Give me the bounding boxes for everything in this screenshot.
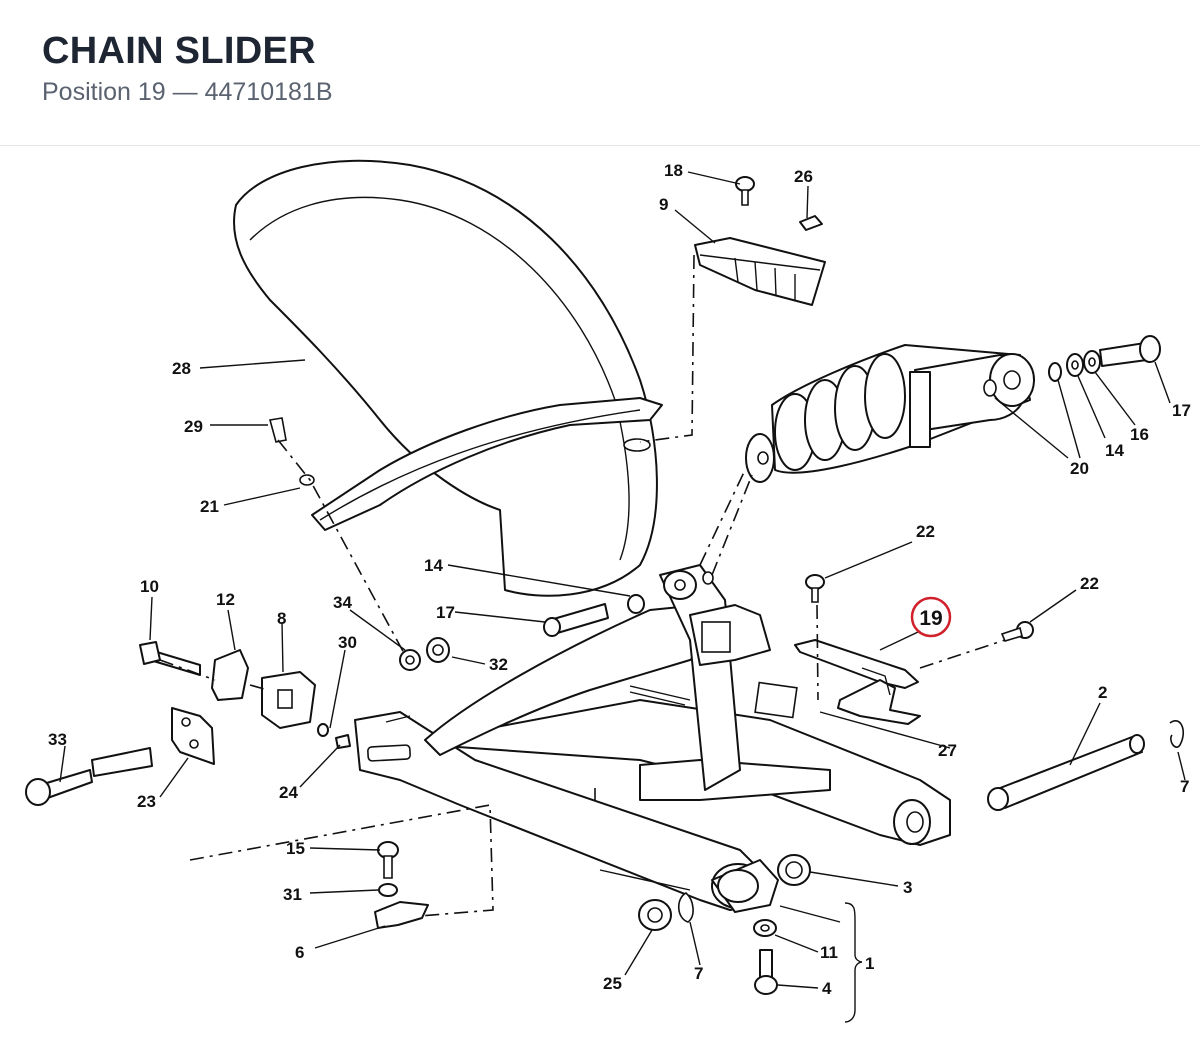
callout-7-bottom: 7 [694, 964, 703, 983]
callout-29: 29 [184, 417, 203, 436]
callout-7-right: 7 [1180, 777, 1189, 796]
callout-30: 30 [338, 633, 357, 652]
small-bolts [735, 176, 1034, 642]
callout-21: 21 [200, 497, 219, 516]
callout-17-mid: 17 [436, 603, 455, 622]
callout-27: 27 [938, 741, 957, 760]
pivot-hardware [638, 854, 811, 995]
callout-14-top: 14 [1105, 441, 1124, 460]
callout-16: 16 [1130, 425, 1149, 444]
shock-absorber-part [745, 344, 1035, 483]
callout-12: 12 [216, 590, 235, 609]
highlight-label: 19 [919, 607, 942, 630]
page-header: CHAIN SLIDER Position 19 — 44710181B [0, 0, 1200, 145]
callout-17-top: 17 [1172, 401, 1191, 420]
callout-31: 31 [283, 885, 302, 904]
callout-6: 6 [295, 943, 304, 962]
callout-3: 3 [903, 878, 912, 897]
assembly-lines [159, 254, 1006, 917]
leader-lines [59, 171, 1186, 1023]
exploded-parts-diagram: 18 26 9 28 29 21 17 16 14 20 22 22 14 17… [25, 159, 1191, 1023]
rear-fender-part [233, 159, 663, 597]
callout-10: 10 [140, 577, 159, 596]
header-divider [0, 145, 1200, 146]
callout-33: 33 [48, 730, 67, 749]
callout-14-mid: 14 [424, 556, 443, 575]
callout-32: 32 [489, 655, 508, 674]
callout-11: 11 [820, 943, 838, 962]
callout-34: 34 [333, 593, 352, 612]
swingarm-part [354, 564, 951, 913]
chain-guard-part [694, 237, 826, 306]
callout-15: 15 [286, 839, 305, 858]
callout-18: 18 [664, 161, 683, 180]
callout-25: 25 [603, 974, 622, 993]
highlight-circle [910, 596, 952, 638]
highlighted-position-marker: 19 [910, 596, 952, 638]
callout-22-right: 22 [1080, 574, 1099, 593]
callout-1: 1 [865, 954, 874, 973]
callout-22-left: 22 [916, 522, 935, 541]
callout-20: 20 [1070, 459, 1089, 478]
clamp-parts [374, 841, 429, 929]
fender-hardware [268, 417, 645, 671]
axle-part [677, 720, 1185, 923]
callout-24: 24 [279, 783, 298, 802]
callout-4: 4 [822, 979, 832, 998]
callout-23: 23 [137, 792, 156, 811]
chain-slider-part [754, 639, 921, 725]
callout-26: 26 [794, 167, 813, 186]
callout-8: 8 [277, 609, 286, 628]
callout-2: 2 [1098, 683, 1107, 702]
page-title: CHAIN SLIDER [42, 30, 316, 72]
chain-adjuster-parts [25, 641, 351, 806]
callout-labels: 18 26 9 28 29 21 17 16 14 20 22 22 14 17… [48, 161, 1191, 998]
callout-9: 9 [659, 195, 668, 214]
part-position-subtitle: Position 19 — 44710181B [42, 78, 333, 106]
callout-28: 28 [172, 359, 191, 378]
shock-bolt-hardware [1048, 335, 1161, 382]
